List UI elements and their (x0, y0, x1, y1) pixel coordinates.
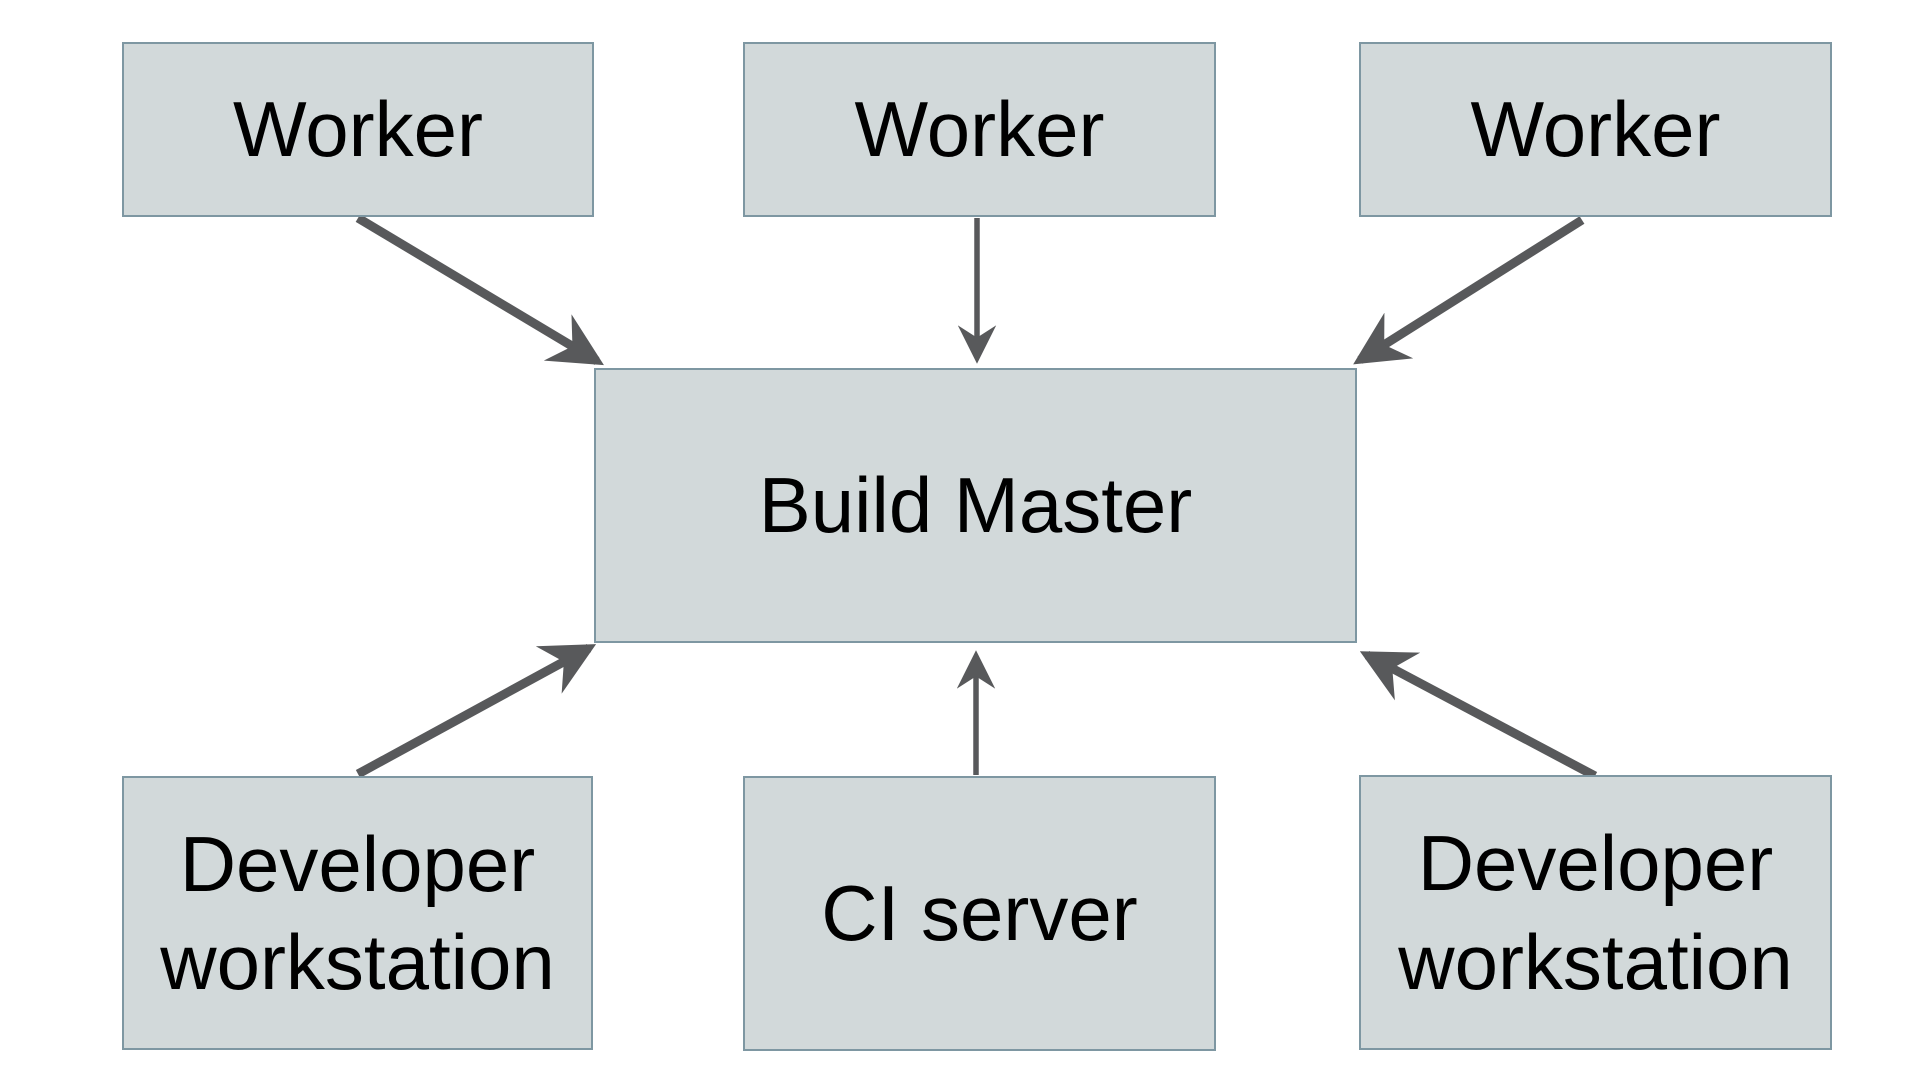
node-ci-server-label: CI server (821, 869, 1138, 958)
node-build-master: Build Master (594, 368, 1357, 643)
node-developer-workstation-right-label: Developer workstation (1398, 819, 1793, 1006)
arrow-devright-to-buildmaster (1359, 651, 1598, 780)
node-developer-workstation-left: Developer workstation (122, 776, 593, 1050)
node-worker-3-label: Worker (1470, 85, 1721, 174)
node-developer-workstation-right: Developer workstation (1359, 775, 1832, 1050)
node-worker-2: Worker (743, 42, 1216, 217)
node-build-master-label: Build Master (758, 461, 1193, 550)
arrow-worker3-to-buildmaster (1353, 216, 1585, 365)
node-worker-1: Worker (122, 42, 594, 217)
node-ci-server: CI server (743, 776, 1216, 1051)
arrow-devleft-to-buildmaster (355, 644, 597, 778)
node-worker-2-label: Worker (854, 85, 1105, 174)
node-worker-1-label: Worker (233, 85, 483, 174)
node-developer-workstation-left-label: Developer workstation (160, 819, 555, 1006)
node-worker-3: Worker (1359, 42, 1832, 217)
arrow-worker1-to-buildmaster (355, 214, 604, 366)
